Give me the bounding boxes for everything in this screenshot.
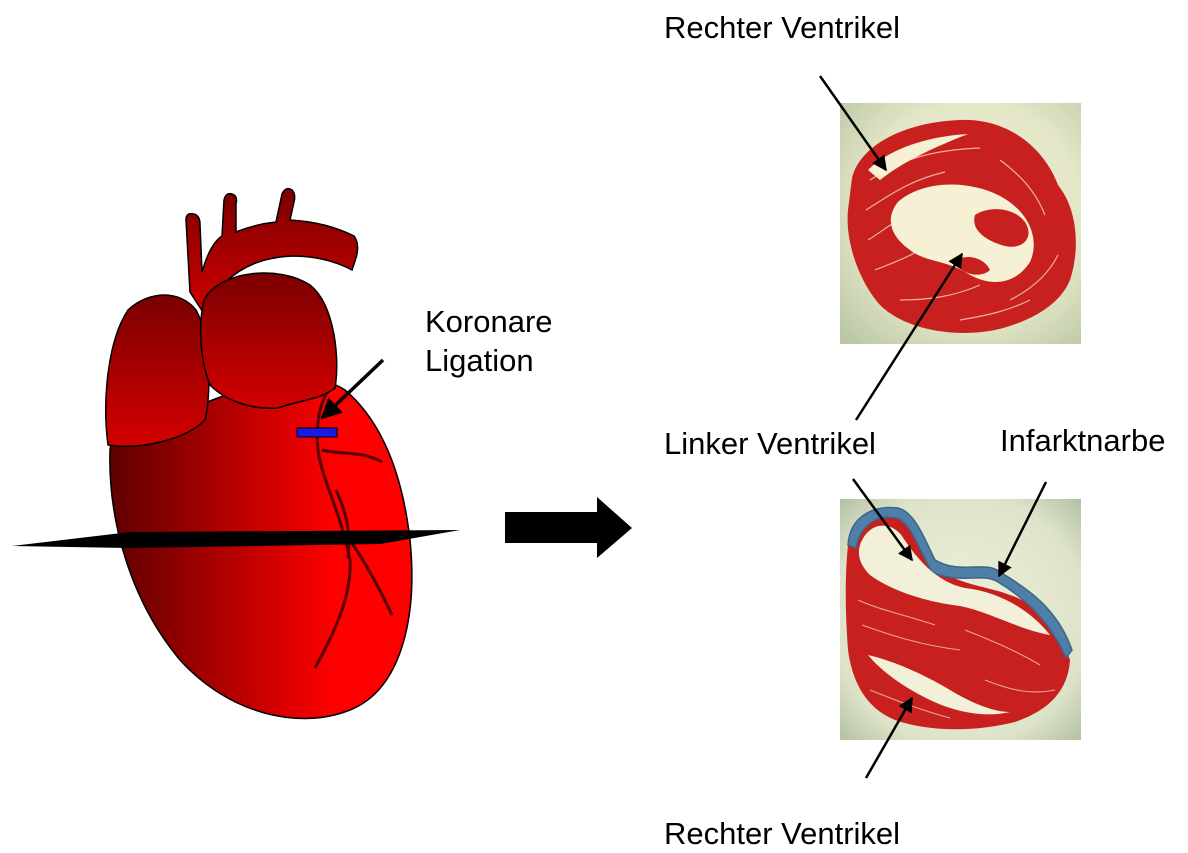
histology-section-healthy xyxy=(840,103,1081,344)
right-arrow-icon xyxy=(505,497,632,558)
histology-section-infarct xyxy=(840,499,1081,740)
label-ligation-line2: Ligation xyxy=(425,342,534,379)
label-right-ventricle-bottom: Rechter Ventrikel xyxy=(664,815,900,852)
label-ligation-line1: Koronare xyxy=(425,303,553,340)
label-infarct-scar: Infarktnarbe xyxy=(1000,422,1165,459)
label-right-ventricle-top: Rechter Ventrikel xyxy=(664,9,900,46)
ligature-marker xyxy=(297,428,337,437)
label-left-ventricle: Linker Ventrikel xyxy=(664,425,876,462)
heart-illustration xyxy=(12,189,460,719)
left-atrium xyxy=(201,273,337,408)
right-atrium xyxy=(106,295,209,446)
